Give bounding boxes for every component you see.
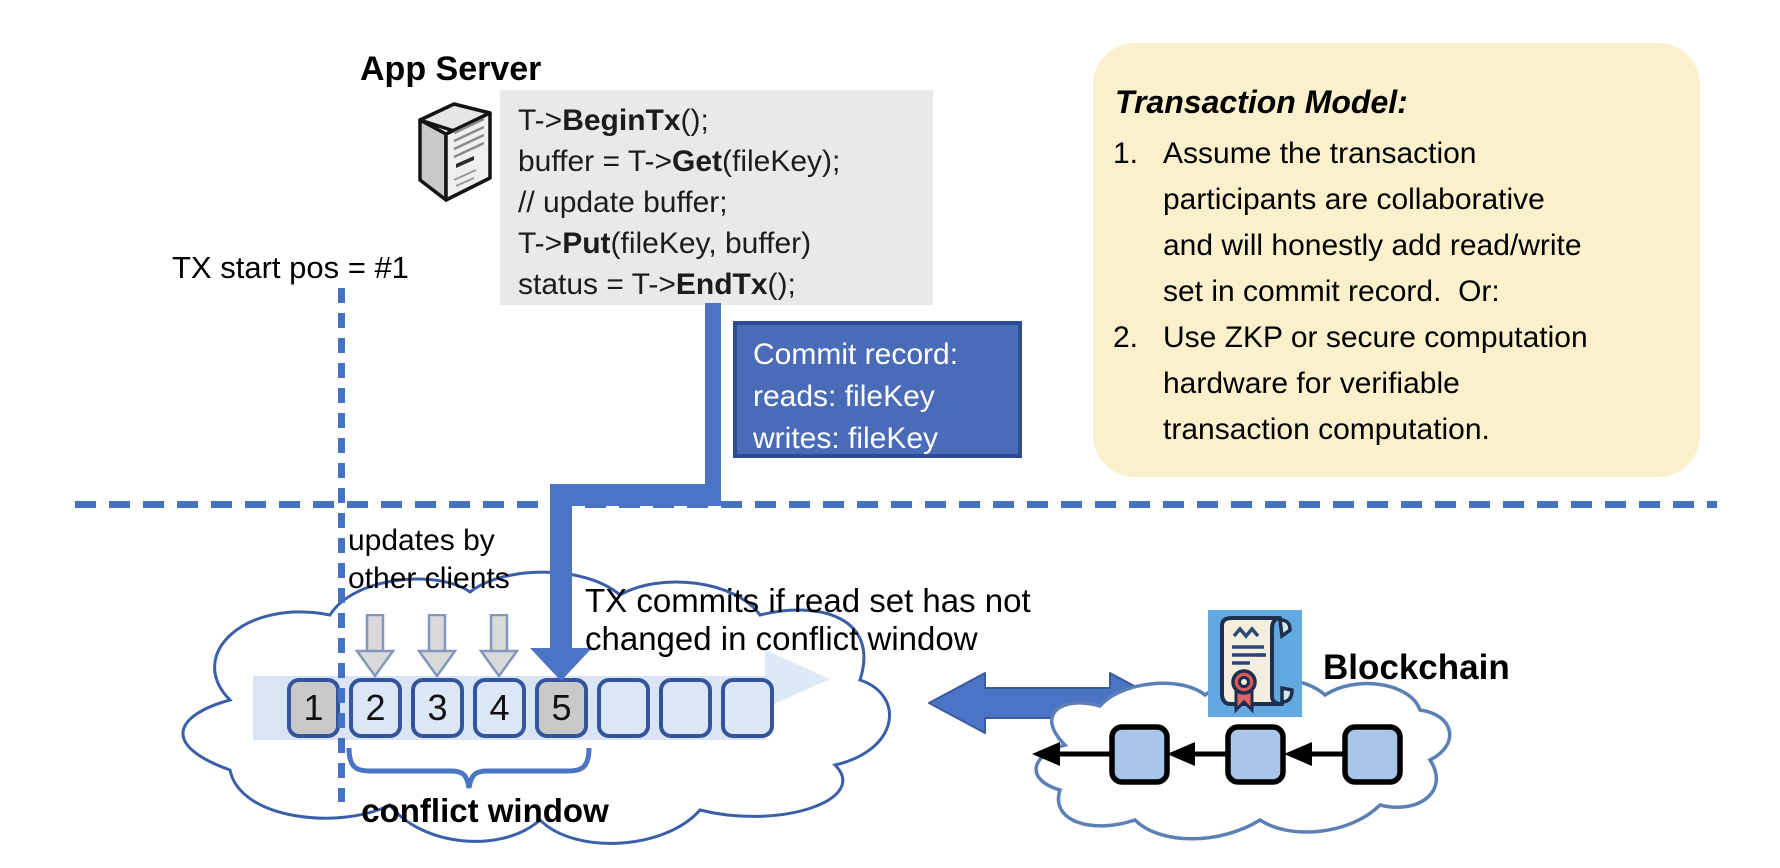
- item1-line4: set in commit record. Or:: [1163, 275, 1500, 308]
- code-line-2: buffer = T->Get(fileKey);: [518, 145, 841, 178]
- commit-record-box: Commit record: reads: fileKey writes: fi…: [733, 321, 1022, 458]
- blockchain-label: Blockchain: [1323, 648, 1510, 687]
- code-line-1: T->BeginTx();: [518, 104, 709, 137]
- updates-by-label-line2: other clients: [348, 562, 510, 595]
- transaction-code-block: T->BeginTx(); buffer = T->Get(fileKey); …: [500, 90, 933, 305]
- item1-line1: Assume the transaction: [1163, 137, 1477, 170]
- item2-line1: Use ZKP or secure computation: [1163, 321, 1588, 354]
- timeline-band-arrowhead: [765, 650, 830, 708]
- tx-block-5: 5: [535, 678, 588, 738]
- tx-start-dashed-line: [338, 288, 345, 802]
- transaction-model-panel: [1093, 43, 1700, 477]
- conflict-window-label: conflict window: [361, 792, 609, 829]
- update-arrow-icon: [479, 614, 519, 678]
- commit-record-reads: reads: fileKey: [753, 380, 935, 413]
- tx-commits-note-line1: TX commits if read set has not: [585, 582, 1031, 619]
- chain-block: [1109, 724, 1170, 785]
- transaction-model-title: Transaction Model:: [1115, 84, 1408, 120]
- list-number-1: 1.: [1113, 137, 1139, 170]
- tx-block-6: [597, 678, 650, 738]
- commit-record-writes: writes: fileKey: [753, 422, 939, 455]
- tx-block-8: [721, 678, 774, 738]
- chain-arrow-icon: [1284, 742, 1312, 766]
- conflict-window-bracket: [346, 747, 592, 789]
- item2-line2: hardware for verifiable: [1163, 367, 1460, 400]
- tx-block-2: 2: [349, 678, 402, 738]
- app-server-label: App Server: [360, 50, 542, 88]
- chain-arrow-icon: [1167, 742, 1195, 766]
- item2-line3: transaction computation.: [1163, 413, 1490, 446]
- ledger-certificate-icon: [1208, 610, 1302, 717]
- tx-commits-note-line2: changed in conflict window: [585, 620, 978, 657]
- code-line-5: status = T->EndTx();: [518, 268, 796, 301]
- updates-by-label-line1: updates by: [348, 524, 495, 557]
- horizontal-dashed-divider: [75, 501, 1717, 508]
- tx-block-1: 1: [287, 678, 340, 738]
- tx-block-3: 3: [411, 678, 464, 738]
- commit-flow-arrow: [530, 303, 721, 681]
- tx-start-pos-label: TX start pos = #1: [172, 250, 409, 285]
- chain-block: [1342, 724, 1403, 785]
- block-chain-links: [1032, 724, 1403, 785]
- update-arrow-icon: [417, 614, 457, 678]
- tx-block-4: 4: [473, 678, 526, 738]
- commit-record-title: Commit record:: [753, 338, 959, 371]
- item1-line3: and will honestly add read/write: [1163, 229, 1582, 262]
- item1-line2: participants are collaborative: [1163, 183, 1545, 216]
- list-number-2: 2.: [1113, 321, 1139, 354]
- code-line-4: T->Put(fileKey, buffer): [518, 227, 812, 260]
- tx-block-7: [659, 678, 712, 738]
- chain-arrow-icon: [1032, 742, 1060, 766]
- server-icon: [418, 102, 492, 202]
- chain-block: [1225, 724, 1286, 785]
- update-arrow-icon: [355, 614, 395, 678]
- code-line-3: // update buffer;: [518, 186, 728, 219]
